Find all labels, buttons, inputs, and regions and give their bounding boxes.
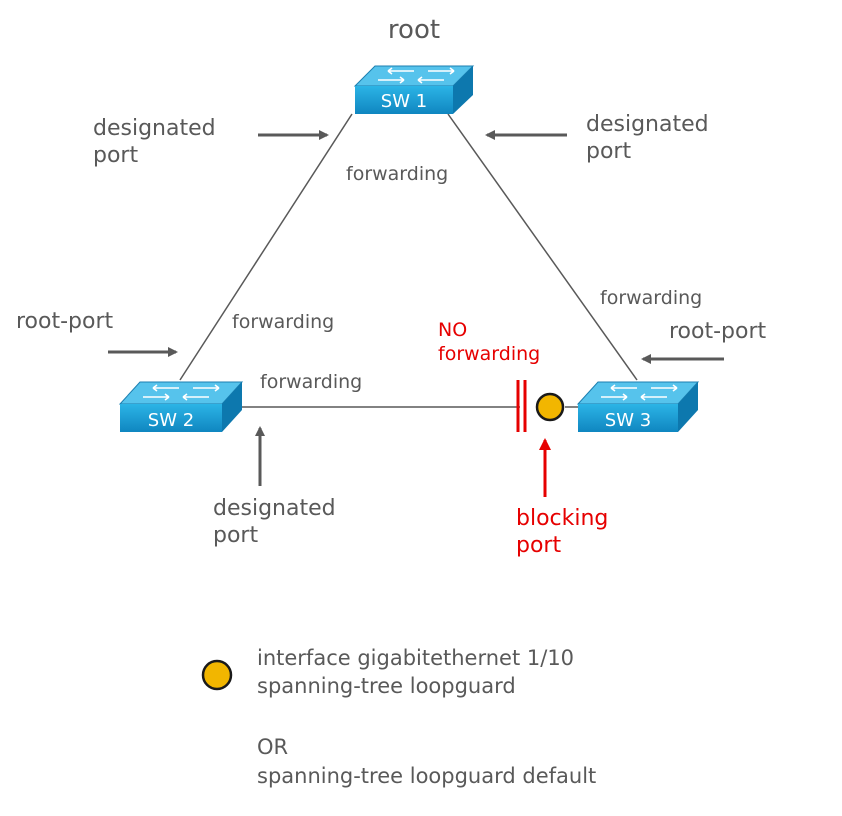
sw1-left-port-line1: designated <box>93 116 216 141</box>
sw3-label: SW 3 <box>605 410 651 431</box>
sw1-label: SW 1 <box>381 91 427 112</box>
no-forwarding-label: NO forwarding <box>438 319 540 365</box>
legend-loopguard-dot <box>201 659 233 691</box>
sw2-root-port-label: root-port <box>16 309 114 334</box>
link-sw1-sw3 <box>447 113 638 381</box>
no-forwarding-line2: forwarding <box>438 343 540 365</box>
link-sw1-sw2 <box>179 113 353 381</box>
sw2-bottom-port-label: designated port <box>213 496 343 548</box>
legend-text: interface gigabitethernet 1/10 spanning-… <box>257 646 596 788</box>
sw1-right-port-label: designated port <box>586 112 716 164</box>
sw1-right-port-line1: designated <box>586 112 709 137</box>
sw1-left-port-line2: port <box>93 143 138 168</box>
legend-line3: spanning-tree loopguard default <box>257 764 596 788</box>
root-label: root <box>388 15 440 45</box>
sw1-right-port-line2: port <box>586 139 631 164</box>
loopguard-port-dot <box>535 392 565 422</box>
sw2-label: SW 2 <box>148 410 194 431</box>
sw1-left-port-label: designated port <box>93 116 223 168</box>
link-sw1-sw2-state: forwarding <box>232 311 334 333</box>
link-sw1-sw3-state: forwarding <box>600 287 702 309</box>
legend-or: OR <box>257 735 288 759</box>
switch-sw3[interactable]: SW 3 <box>576 381 700 432</box>
sw3-root-port-label: root-port <box>669 319 767 344</box>
switch-arrows-icon <box>143 384 220 401</box>
sw2-bottom-port-line1: designated <box>213 496 336 521</box>
switch-arrows-icon <box>378 67 455 84</box>
link-sw2-sw3-state: forwarding <box>260 371 362 393</box>
blocking-port-label: blocking port <box>516 506 615 558</box>
blocking-marker <box>516 380 527 432</box>
switch-sw1[interactable]: SW 1 <box>353 65 475 114</box>
blocking-port-line1: blocking <box>516 506 608 531</box>
legend-line2: spanning-tree loopguard <box>257 674 516 698</box>
no-forwarding-line1: NO <box>438 319 467 341</box>
legend-line1: interface gigabitethernet 1/10 <box>257 646 574 670</box>
sw2-bottom-port-line2: port <box>213 523 258 548</box>
blocking-port-line2: port <box>516 533 561 558</box>
switch-sw2[interactable]: SW 2 <box>118 381 244 432</box>
link-sw1-top-state: forwarding <box>346 163 448 185</box>
switch-arrows-icon <box>601 384 678 401</box>
